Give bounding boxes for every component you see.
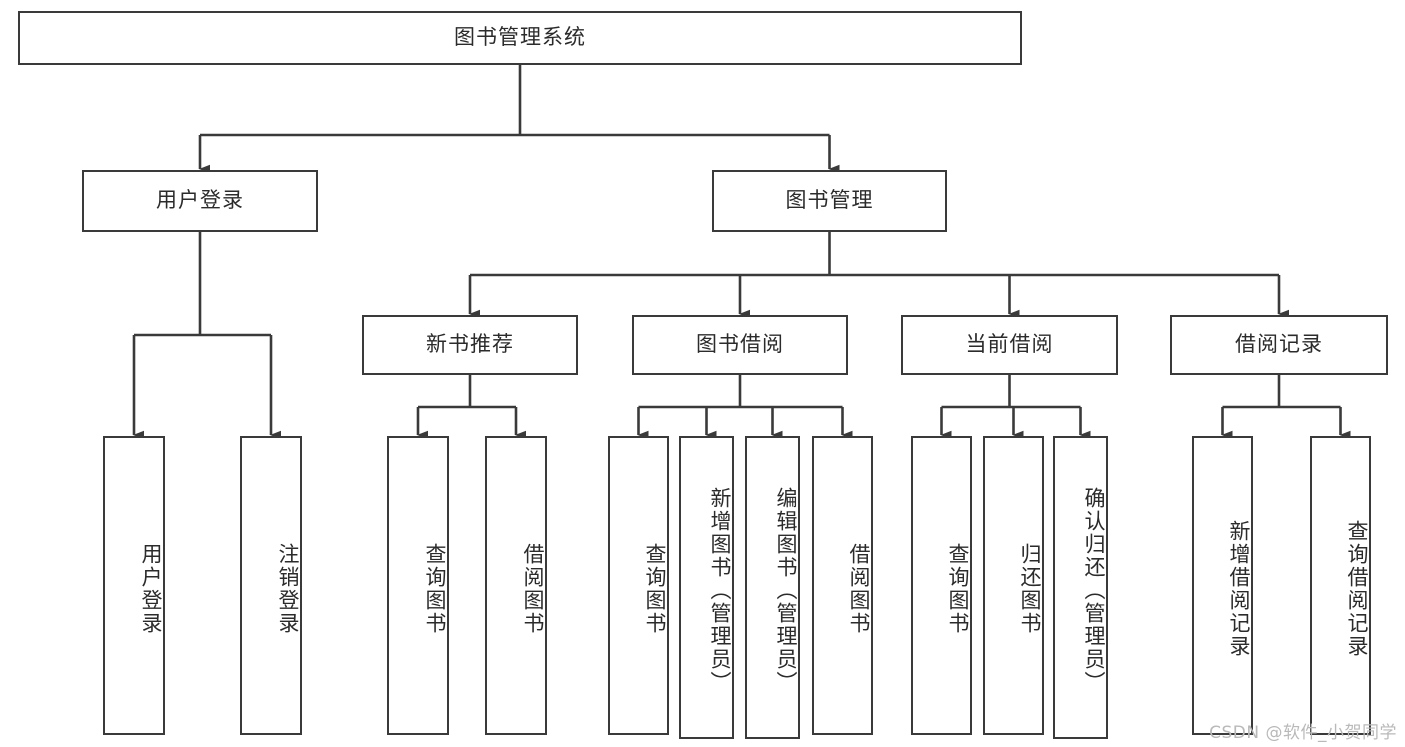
node-leaf-query-book-3[interactable]: 查询图书 <box>911 436 972 735</box>
node-leaf-borrow-book-2-label: 借阅图书 <box>847 542 871 635</box>
node-leaf-return-book-label: 归还图书 <box>1018 542 1042 635</box>
node-leaf-confirm-return-label: 确认归还（管理员） <box>1082 487 1106 694</box>
csdn-watermark: CSDN @软件_小贺同学 <box>1209 723 1397 743</box>
node-leaf-borrow-book-2[interactable]: 借阅图书 <box>812 436 873 735</box>
node-leaf-query-record[interactable]: 查询借阅记录 <box>1310 436 1371 735</box>
node-leaf-query-book-3-label: 查询图书 <box>946 542 970 635</box>
node-leaf-borrow-book-1[interactable]: 借阅图书 <box>485 436 547 735</box>
node-leaf-query-book-1[interactable]: 查询图书 <box>387 436 449 735</box>
node-borrow-record[interactable]: 借阅记录 <box>1170 315 1388 375</box>
node-current-borrow[interactable]: 当前借阅 <box>901 315 1118 375</box>
node-new-book-rec-label: 新书推荐 <box>426 332 514 357</box>
node-current-borrow-label: 当前借阅 <box>965 332 1054 357</box>
node-leaf-edit-book[interactable]: 编辑图书（管理员） <box>745 436 800 739</box>
node-leaf-query-record-label: 查询借阅记录 <box>1345 519 1369 658</box>
node-leaf-query-book-2[interactable]: 查询图书 <box>608 436 669 735</box>
node-leaf-return-book[interactable]: 归还图书 <box>983 436 1044 735</box>
node-book-borrow[interactable]: 图书借阅 <box>632 315 848 375</box>
node-borrow-record-label: 借阅记录 <box>1235 332 1323 357</box>
node-leaf-logout-label: 注销登录 <box>276 542 300 635</box>
node-leaf-add-record[interactable]: 新增借阅记录 <box>1192 436 1253 735</box>
node-root-label: 图书管理系统 <box>454 25 586 50</box>
node-leaf-add-record-label: 新增借阅记录 <box>1227 519 1251 658</box>
node-user-login-label: 用户登录 <box>156 188 244 213</box>
node-leaf-query-book-2-label: 查询图书 <box>643 542 667 635</box>
node-leaf-user-login-label: 用户登录 <box>139 542 163 635</box>
node-new-book-rec[interactable]: 新书推荐 <box>362 315 578 375</box>
node-leaf-borrow-book-1-label: 借阅图书 <box>521 542 545 635</box>
node-root[interactable]: 图书管理系统 <box>18 11 1022 65</box>
node-leaf-user-login[interactable]: 用户登录 <box>103 436 165 735</box>
node-book-manage[interactable]: 图书管理 <box>712 170 947 232</box>
node-book-manage-label: 图书管理 <box>785 188 874 213</box>
node-leaf-add-book[interactable]: 新增图书（管理员） <box>679 436 734 739</box>
node-leaf-logout[interactable]: 注销登录 <box>240 436 302 735</box>
node-leaf-query-book-1-label: 查询图书 <box>423 542 447 635</box>
node-leaf-add-book-label: 新增图书（管理员） <box>708 487 732 694</box>
node-user-login[interactable]: 用户登录 <box>82 170 318 232</box>
node-leaf-edit-book-label: 编辑图书（管理员） <box>774 487 798 694</box>
node-book-borrow-label: 图书借阅 <box>696 332 784 357</box>
node-leaf-confirm-return[interactable]: 确认归还（管理员） <box>1053 436 1108 739</box>
